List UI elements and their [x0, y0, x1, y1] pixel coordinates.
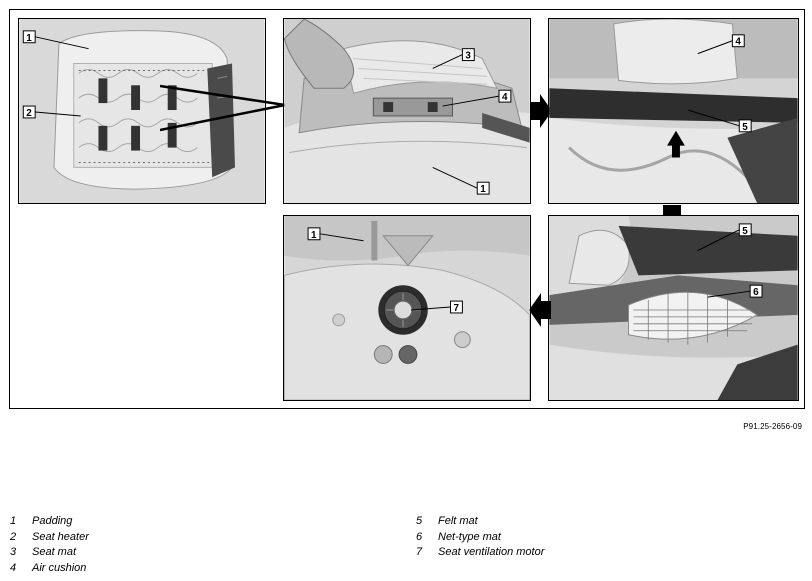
callout-4b-label: 4 [735, 37, 741, 48]
callout-3-label: 3 [465, 51, 471, 62]
callout-1-label: 1 [26, 33, 32, 44]
panel-ventilation-motor: 1 7 [283, 215, 531, 401]
panel-seat-cushion-overview: 1 2 [18, 18, 266, 204]
callout-3 [461, 48, 475, 62]
callout-1b [476, 181, 490, 195]
panel-net-mat: 5 6 [548, 215, 799, 401]
arrow-up-icon [667, 130, 685, 158]
ventilation-motor-photo: 1 7 [284, 216, 530, 400]
callout-7 [450, 300, 463, 314]
callout-4b [731, 34, 745, 48]
illustration-frame: 1 2 3 4 [9, 9, 805, 409]
panel-air-cushion: 4 5 [548, 18, 799, 204]
panel-seat-mat-removal: 3 4 1 [283, 18, 531, 204]
callout-5b [738, 223, 752, 237]
callout-1c-label: 1 [311, 230, 317, 241]
callout-6-label: 6 [753, 287, 759, 298]
callout-7-label: 7 [453, 303, 459, 314]
callout-2 [22, 105, 36, 119]
callout-6 [749, 284, 763, 298]
callout-1c [307, 227, 321, 241]
callout-1b-label: 1 [480, 184, 486, 195]
seat-mat-photo: 3 4 1 [284, 19, 530, 203]
callout-5 [738, 119, 752, 133]
callout-5-label: 5 [742, 122, 748, 133]
net-mat-photo: 5 6 [549, 216, 798, 400]
callout-5b-label: 5 [742, 226, 748, 237]
seat-cushion-photo: 1 2 [19, 19, 265, 203]
callout-4-label: 4 [502, 92, 508, 103]
air-cushion-photo: 4 5 [549, 19, 798, 203]
arrow-right-icon [530, 94, 552, 128]
figure-reference-code: P91.25-2656-09 [743, 422, 802, 431]
callout-2-label: 2 [26, 108, 32, 119]
callout-1 [22, 30, 36, 44]
arrow-left-icon [529, 293, 551, 327]
pointer-wedge [160, 84, 286, 132]
